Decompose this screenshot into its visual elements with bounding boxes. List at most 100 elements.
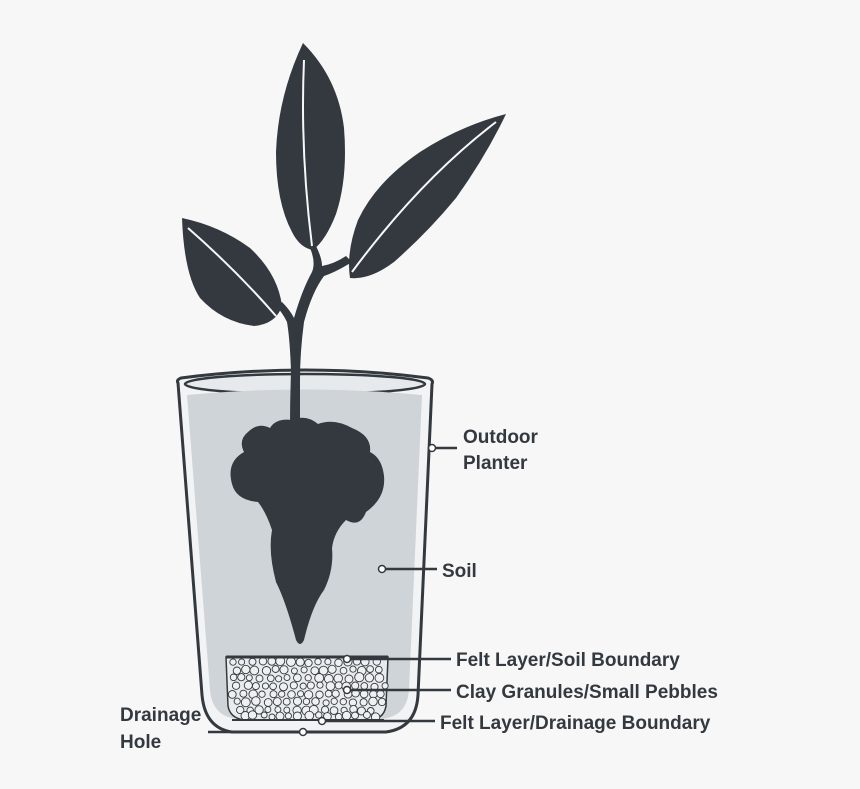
label-felt-soil: Felt Layer/Soil Boundary — [456, 650, 680, 671]
pebble — [304, 710, 315, 721]
pebble — [339, 666, 348, 675]
pebble — [374, 665, 383, 674]
pebble — [314, 658, 322, 666]
pebble — [275, 711, 285, 721]
pebble — [334, 658, 343, 668]
pebble — [283, 706, 291, 714]
pebble — [302, 697, 311, 706]
pebble — [264, 706, 272, 714]
pebble — [271, 665, 280, 673]
dot-felt-drainage — [317, 716, 327, 726]
pebble — [306, 681, 315, 690]
pebble — [316, 681, 324, 689]
pebble — [261, 666, 272, 676]
pebble — [300, 666, 308, 674]
label-felt-drainage: Felt Layer/Drainage Boundary — [440, 713, 711, 734]
pebble — [292, 711, 302, 721]
pebble — [359, 698, 368, 707]
pebble — [351, 711, 359, 720]
pebble — [315, 690, 324, 699]
pebble — [362, 711, 371, 719]
pebble — [275, 675, 283, 683]
pebble — [381, 682, 389, 690]
pebble — [327, 664, 337, 674]
pebble — [255, 674, 264, 683]
pebble — [254, 705, 264, 715]
pebble — [311, 697, 320, 706]
pebble — [354, 672, 365, 683]
pebble — [341, 710, 352, 721]
clay-pebbles — [227, 656, 389, 722]
pebble — [240, 697, 251, 708]
pebble — [231, 681, 241, 690]
dot-soil — [377, 564, 387, 574]
pebble — [269, 690, 278, 699]
pebble — [325, 681, 336, 691]
pebble — [324, 658, 332, 666]
leaf-left-vein — [187, 227, 277, 317]
pebble — [315, 711, 323, 719]
pebble — [279, 665, 289, 675]
pebble — [258, 656, 268, 666]
pebble — [282, 697, 291, 706]
dot-clay — [342, 685, 352, 695]
label-drainage-line2: Hole — [120, 732, 161, 753]
pebble — [293, 673, 302, 683]
plant-stem — [276, 246, 352, 426]
pebble — [260, 711, 268, 719]
pebble — [364, 673, 375, 683]
pebble — [229, 658, 237, 666]
label-drainage-line1: Drainage — [120, 705, 201, 726]
pebble — [263, 698, 273, 707]
pebble — [290, 667, 298, 675]
leaf-left — [182, 218, 282, 326]
pebble — [359, 689, 369, 699]
root-ball — [230, 417, 385, 644]
pebble — [324, 689, 333, 698]
pebble — [329, 706, 339, 715]
pebble — [267, 656, 277, 666]
pebble — [232, 666, 242, 675]
pebble — [247, 710, 258, 720]
pebble — [227, 690, 237, 699]
label-clay: Clay Granules/Small Pebbles — [456, 682, 718, 703]
pebble — [241, 664, 251, 675]
pebble — [229, 673, 238, 682]
pebble — [266, 674, 275, 683]
pebble — [251, 682, 260, 691]
pebble — [286, 656, 296, 667]
pebble — [297, 690, 305, 698]
pebble — [284, 712, 292, 720]
pebble — [272, 697, 282, 707]
pebble — [366, 665, 374, 673]
pebble — [339, 698, 347, 706]
pebble — [238, 658, 246, 666]
pebble — [314, 673, 325, 683]
pebble — [251, 696, 261, 706]
pebble — [278, 690, 286, 698]
pebble — [304, 674, 312, 682]
pebble — [243, 680, 253, 690]
pebble — [233, 697, 241, 705]
pebble — [304, 658, 313, 668]
pebble — [283, 674, 291, 682]
pebble — [299, 682, 307, 690]
pebble — [360, 682, 369, 690]
pebble — [377, 697, 387, 707]
pebble — [295, 657, 305, 667]
label-outdoor-planter-line2: Planter — [463, 453, 528, 474]
pebble — [237, 673, 246, 682]
leaf-right-vein — [351, 121, 497, 273]
pebble — [261, 682, 270, 690]
leaf-top — [276, 43, 345, 250]
leaf-right — [349, 114, 506, 279]
label-soil: Soil — [442, 561, 477, 582]
dot-outdoor-planter — [427, 443, 437, 453]
pebble — [287, 690, 296, 699]
pebble — [368, 696, 378, 707]
pebble — [349, 665, 357, 673]
pebble — [248, 657, 257, 666]
pebble — [279, 682, 288, 692]
pebble — [330, 697, 338, 705]
